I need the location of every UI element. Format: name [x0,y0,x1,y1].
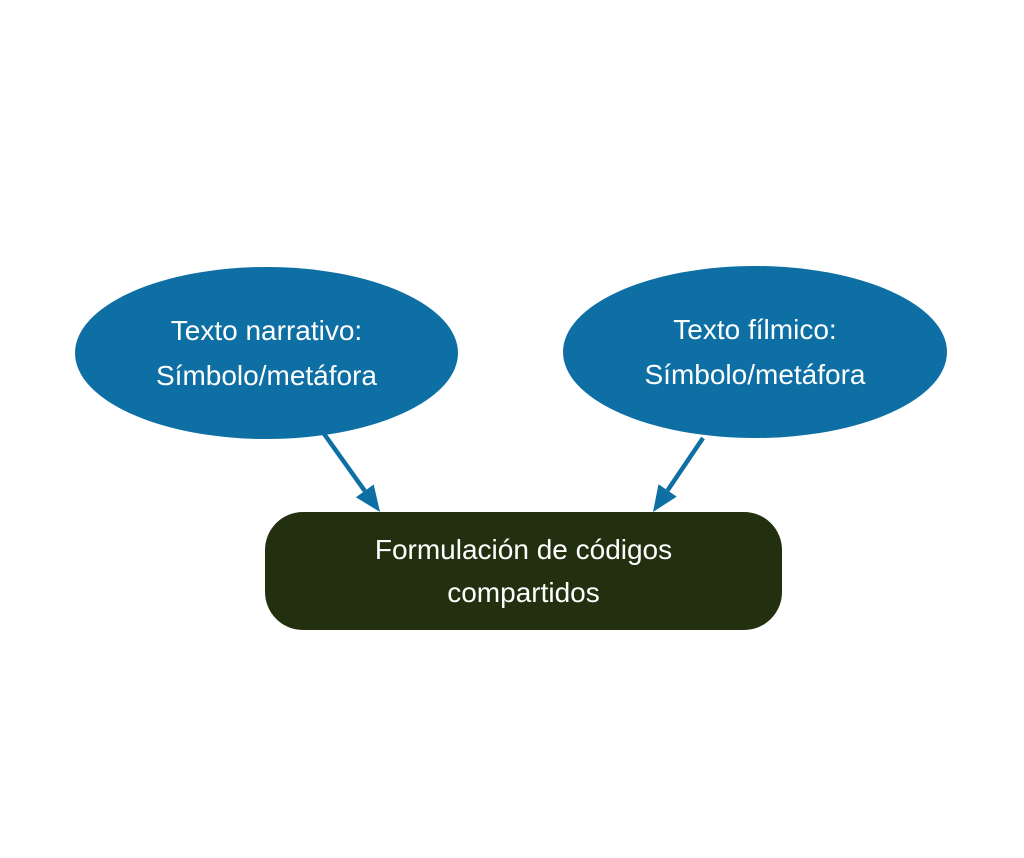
node-formulacion-codigos: Formulación de códigos compartidos [265,512,782,630]
node-texto-narrativo: Texto narrativo: Símbolo/metáfora [75,267,458,439]
node-texto-narrativo-label: Texto narrativo: Símbolo/metáfora [156,308,377,398]
node-formulacion-codigos-label: Formulación de códigos compartidos [374,534,673,608]
arrow-right-to-bottom [653,436,705,512]
node-label-line-2: Símbolo/metáfora [644,359,866,390]
node-label-line-1: Texto fílmico: [673,314,837,345]
arrow-left-to-bottom [320,429,380,512]
node-texto-filmico-label: Texto fílmico: Símbolo/metáfora [645,307,866,397]
node-label-line-2: Símbolo/metáfora [156,360,377,391]
node-texto-filmico: Texto fílmico: Símbolo/metáfora [563,266,947,438]
node-label-line-1: Texto narrativo: [170,315,363,346]
